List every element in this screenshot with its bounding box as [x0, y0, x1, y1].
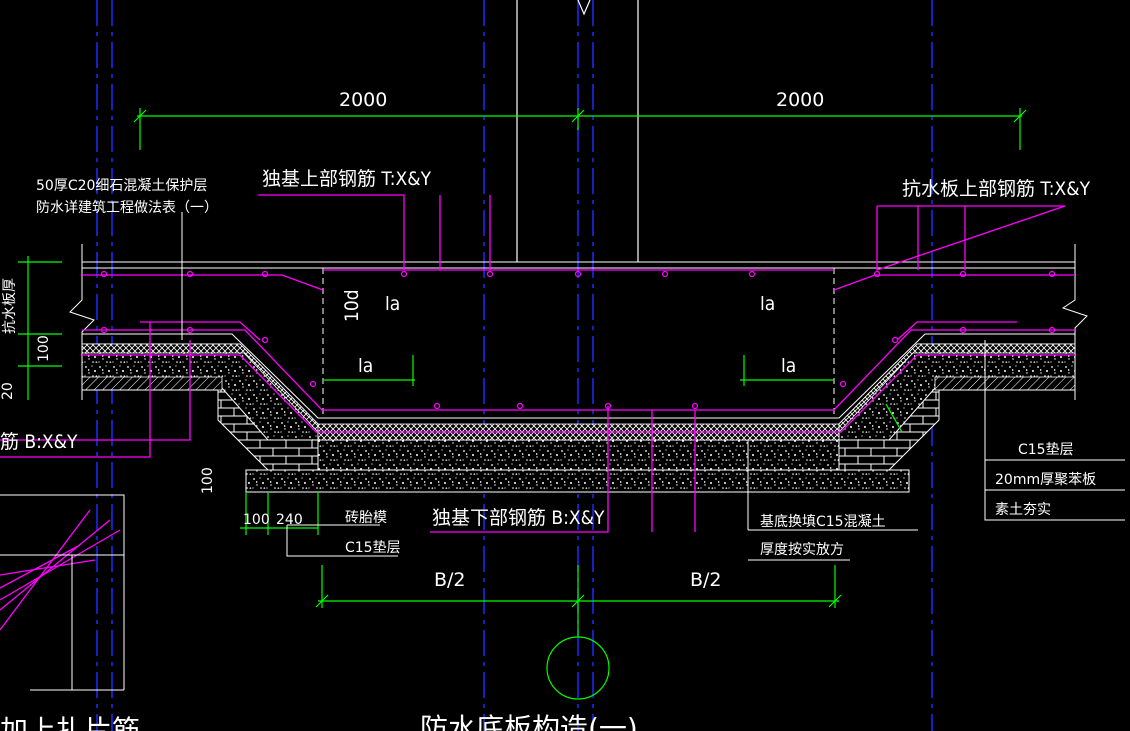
rebar-top-right: [833, 274, 1075, 291]
break-line-right: [1061, 244, 1088, 400]
leader-footing-top: [258, 194, 491, 270]
dim-top-left: 2000: [339, 89, 387, 111]
dim-bottom-right: B/2: [690, 569, 722, 591]
c15-cushion-left-label: C15垫层: [345, 540, 401, 556]
dim-top-right: 2000: [776, 89, 824, 111]
rebar-footing-bottom: [82, 354, 1075, 433]
base-fill-line1: 基底换填C15混凝土: [760, 513, 886, 530]
raft-top-rebar-label: 抗水板上部钢筋 T:X&Y: [902, 178, 1091, 200]
left-vertical-label: 抗水板厚: [2, 278, 18, 334]
base-fill-line2: 厚度按实放方: [760, 542, 844, 558]
rebar-raft-bottom: [82, 329, 1075, 411]
dim-thickness-100: 100: [36, 335, 52, 362]
dim-bottom-100: 100: [243, 512, 270, 528]
anchorage-texts: la la la la: [358, 293, 796, 377]
compacted-soil-label: 素土夯实: [995, 502, 1051, 518]
la-label-4: la: [781, 355, 796, 377]
dimension-lines: [18, 108, 1027, 700]
detail-lines: [0, 509, 121, 631]
leader-lines: [0, 212, 1125, 691]
rebar-la-left: [140, 321, 261, 341]
break-line-left: [69, 244, 95, 400]
bottom-left-partial-label: 加上扎片筋: [0, 714, 140, 731]
brick-mold-label: 砖胎模: [345, 510, 387, 526]
polystyrene-board-label: 20mm厚聚苯板: [995, 471, 1096, 488]
dim-pad-100: 100: [200, 467, 216, 494]
leader-left-bottom: [0, 322, 191, 458]
protective-layer-line2: 防水详建筑工程做法表（一）: [36, 200, 218, 216]
column-outline: [516, 0, 639, 262]
rebar-top-left: [82, 274, 324, 291]
dim-thickness-20: 20: [0, 382, 16, 400]
la-label-2: la: [358, 355, 373, 377]
dim-10d: 10d: [341, 289, 363, 322]
drawing-title: 防水底板构造(一): [420, 712, 638, 731]
dim-bottom-left: B/2: [434, 569, 466, 591]
protective-layer-line1: 50厚C20细石混凝土保护层: [36, 178, 207, 194]
c15-cushion-right-label: C15垫层: [1018, 442, 1074, 458]
dimension-texts: 2000 2000 B/2 B/2 100 20 100 240 100 10d: [0, 89, 824, 591]
leader-raft-top: [876, 205, 1066, 271]
la-label-1: la: [385, 293, 400, 315]
leader-footing-bottom: [430, 406, 696, 533]
footing-bottom-rebar-label: 独基下部钢筋 B:X&Y: [432, 507, 605, 529]
la-label-3: la: [760, 293, 775, 315]
footing-top-rebar-label: 独基上部钢筋 T:X&Y: [262, 168, 432, 190]
rebar-dots: [100, 270, 1056, 410]
foundation-section: [69, 244, 1088, 493]
dim-bottom-240: 240: [276, 512, 303, 528]
annotation-texts: 50厚C20细石混凝土保护层 防水详建筑工程做法表（一） 独基上部钢筋 T:X&…: [0, 168, 1096, 731]
rebar: [0, 194, 1075, 631]
left-bottom-rebar-label: 筋 B:X&Y: [0, 431, 78, 453]
rebar-la-right: [896, 321, 1017, 341]
